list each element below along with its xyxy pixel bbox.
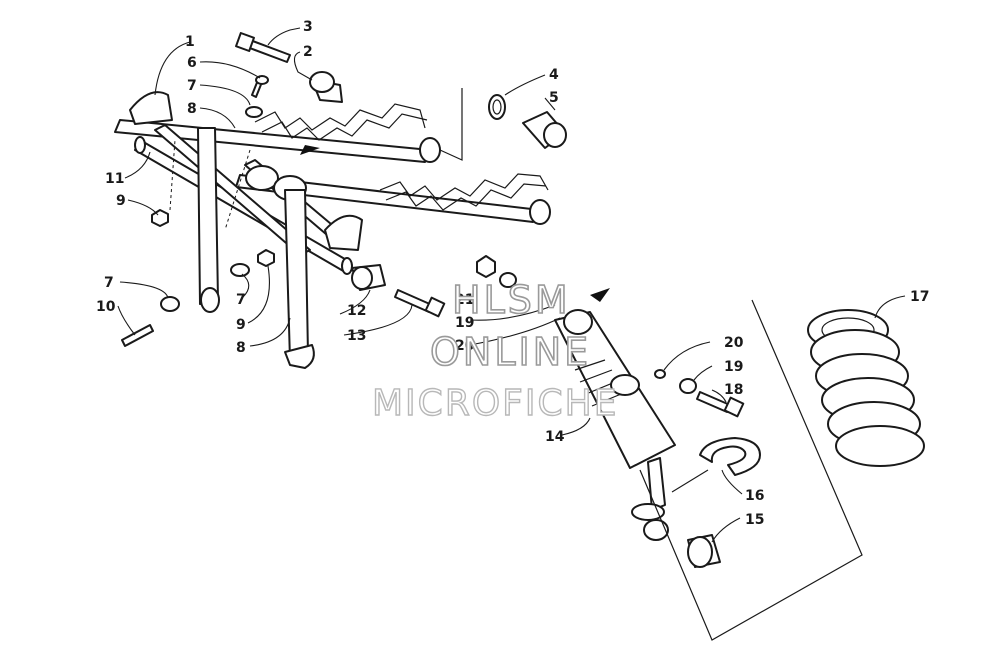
callout-4: 4: [549, 67, 559, 83]
callout-17: 17: [910, 289, 929, 305]
callout-7-top: 7: [187, 78, 197, 94]
direction-arrow-1: [300, 145, 320, 155]
hanger-link-left: [197, 127, 219, 305]
nut-9-left: [151, 209, 169, 227]
callout-7-lower: 7: [104, 275, 114, 291]
callout-13: 13: [347, 328, 366, 344]
watermark-line-3: MICROFICHE: [372, 383, 618, 424]
callout-7-middle: 7: [236, 292, 246, 308]
rear-arm-assembly: [114, 88, 551, 369]
callout-20-upper: 20: [455, 338, 475, 354]
rear-tube-end: [529, 199, 551, 225]
shock-reservoir: [610, 374, 640, 396]
callout-11: 11: [105, 171, 124, 187]
stop-wire-upper: [254, 103, 426, 131]
hardware: [121, 32, 761, 568]
leader-lines: [117, 27, 906, 543]
shock-absorber: [554, 288, 676, 541]
spring-outline-frame: [639, 299, 863, 641]
hanger-link-left-eye: [200, 287, 220, 313]
callout-3: 3: [303, 19, 313, 35]
shaft-end-left: [134, 136, 146, 154]
washer-7-lower: [160, 296, 180, 312]
bolt-3: [246, 39, 291, 63]
washer-19-upper: [499, 272, 517, 288]
o-ring-20: [654, 369, 666, 379]
callout-8-bottom: 8: [236, 340, 246, 356]
shock-top-eye: [563, 309, 593, 335]
coil-spring: [807, 309, 925, 467]
callout-5: 5: [549, 90, 559, 106]
callout-labels: 1 3 2 6 7 8 4 5 11 9 7 10 7 9 8 12 13 21…: [96, 19, 929, 528]
shaft-end-right: [341, 257, 353, 275]
center-boss-1: [245, 165, 279, 191]
callout-9-middle: 9: [236, 317, 246, 333]
stop-wire-lower-2: [385, 183, 547, 211]
callout-12: 12: [347, 303, 366, 319]
bolt-10: [121, 324, 154, 347]
upper-tube-end: [419, 137, 441, 163]
shock-rod: [647, 457, 666, 511]
nut-21: [476, 255, 496, 278]
callout-8-top: 8: [187, 101, 197, 117]
washer-7-top: [245, 106, 263, 118]
stop-wire-lower: [379, 173, 549, 201]
hanger-link-right: [284, 189, 309, 361]
spring-assembly: [639, 299, 925, 641]
watermark-line-1: HLSM: [452, 278, 571, 322]
callout-6: 6: [187, 55, 197, 71]
hanger-link-right-foot: [284, 344, 315, 369]
callout-19-upper: 19: [455, 315, 474, 331]
watermark: HLSM ONLINE MICROFICHE: [371, 277, 618, 425]
washer-7-middle: [230, 263, 250, 277]
callout-15: 15: [745, 512, 764, 528]
shock-bottom-eye: [643, 519, 669, 541]
callout-18: 18: [724, 382, 743, 398]
upper-tube: [114, 119, 431, 163]
callout-20-right: 20: [724, 335, 744, 351]
nut-9-right: [257, 249, 275, 267]
callout-2: 2: [303, 44, 313, 60]
shock-cup: [631, 503, 665, 521]
callout-1: 1: [185, 34, 195, 50]
direction-arrow-2: [590, 288, 610, 302]
stop-wire-upper-2: [261, 113, 428, 141]
bracket-right: [324, 214, 363, 251]
callout-10: 10: [96, 299, 116, 315]
callout-16: 16: [745, 488, 764, 504]
bracket-left: [129, 91, 173, 125]
callout-21: 21: [455, 292, 474, 308]
watermark-line-2: ONLINE: [430, 330, 591, 374]
spring-retainer-16: [699, 437, 761, 476]
callout-19-right: 19: [724, 359, 743, 375]
callout-14: 14: [545, 429, 565, 445]
washer-19-lower: [679, 378, 697, 394]
washer-4: [488, 94, 506, 120]
callout-9-left: 9: [116, 193, 126, 209]
